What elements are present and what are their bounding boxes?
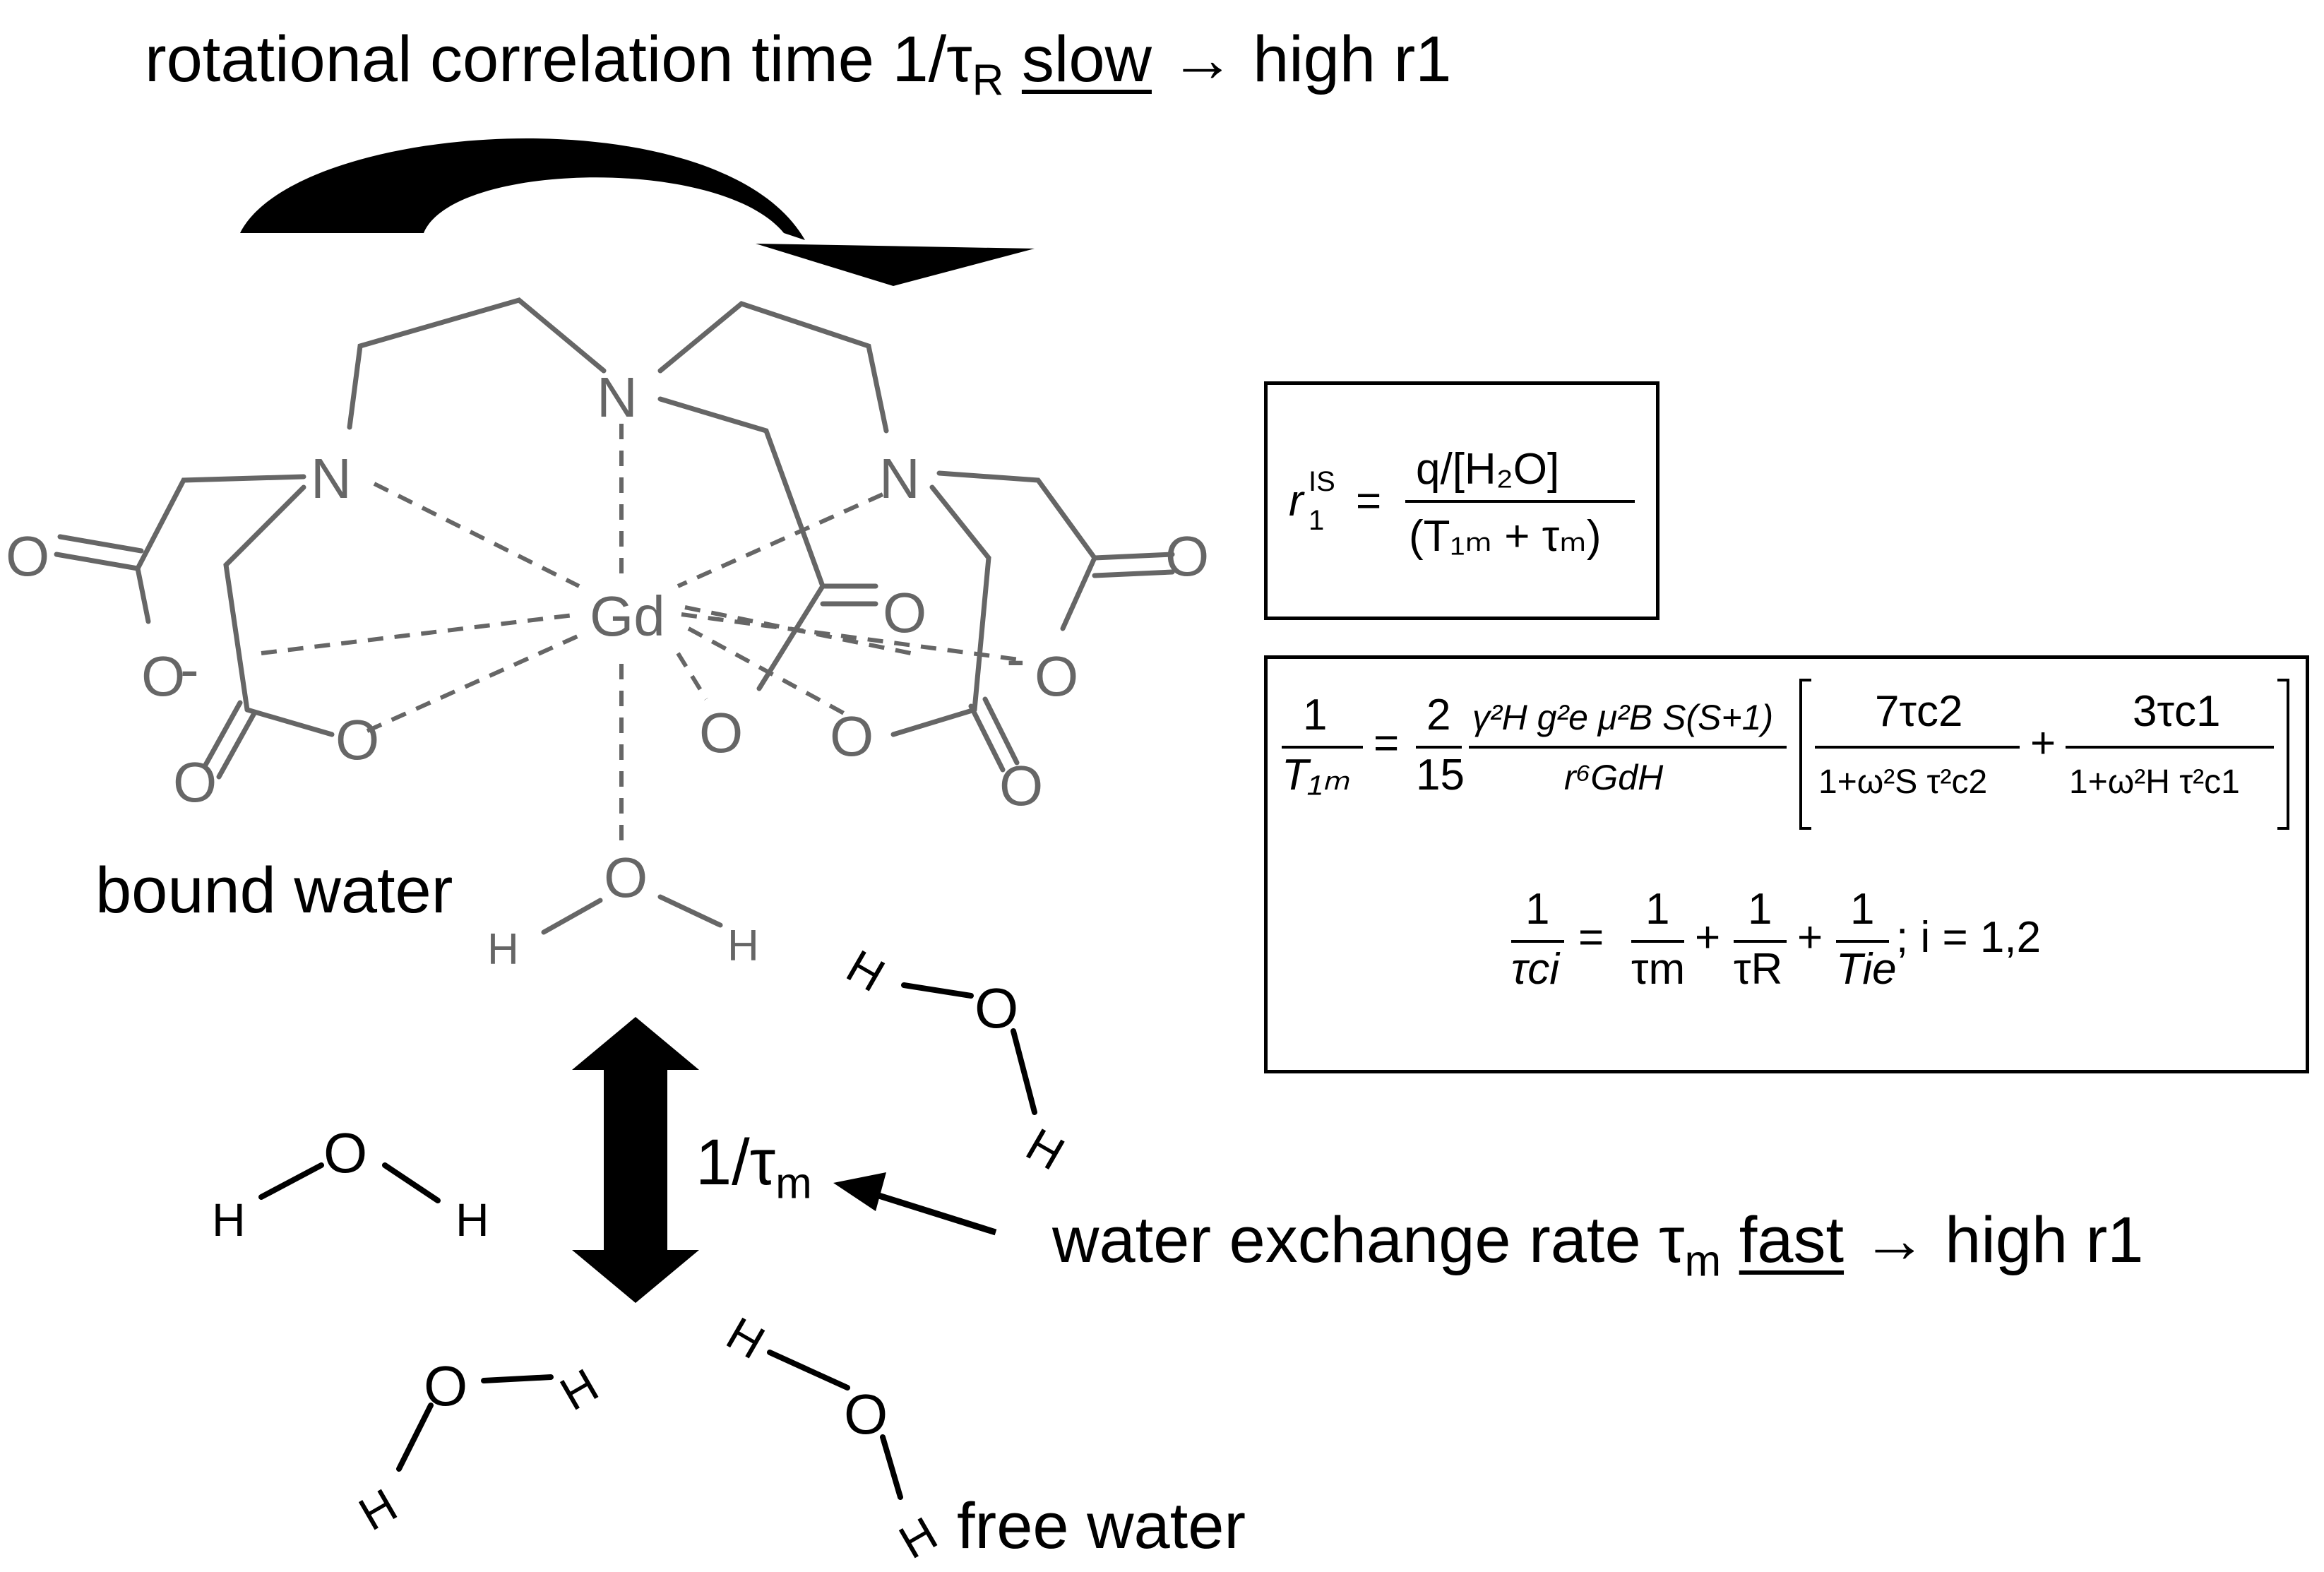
nitrogen-atom-right: N — [879, 447, 920, 510]
svg-text:q/[H₂O]: q/[H₂O] — [1416, 445, 1559, 494]
oxygen-atom-6: O — [830, 705, 874, 768]
free-water-h-2a: H — [212, 1193, 246, 1246]
dash-o9: - — [1006, 627, 1025, 690]
free-water-h-3b: H — [350, 1478, 405, 1540]
svg-text:Tie: Tie — [1836, 945, 1897, 994]
svg-text:1: 1 — [1309, 505, 1324, 536]
svg-text:3τc1: 3τc1 — [2133, 687, 2220, 736]
exchange-rate-label: 1/τm — [696, 1126, 812, 1208]
bound-water-label: bound water — [95, 855, 453, 927]
svg-text:τm: τm — [1631, 945, 1685, 994]
svg-text:r: r — [1289, 477, 1305, 525]
svg-text:τci: τci — [1511, 945, 1561, 994]
svg-text:1: 1 — [1525, 885, 1549, 934]
bound-water-oxygen: O — [604, 846, 648, 909]
coordination-bonds — [261, 424, 1025, 847]
free-water-h-1b: H — [1018, 1118, 1073, 1180]
svg-text:+: + — [1797, 913, 1823, 962]
svg-text:IS: IS — [1309, 466, 1335, 497]
rotation-arrow-head — [756, 244, 1035, 286]
ligand-bonds — [54, 297, 1175, 935]
free-water-h-1a: H — [838, 939, 893, 1001]
nitrogen-atom-center: N — [597, 366, 638, 429]
svg-text:2: 2 — [1426, 691, 1450, 739]
svg-text:=: = — [1356, 477, 1381, 525]
svg-text:15: 15 — [1416, 751, 1465, 799]
free-water-oxygen-3: O — [424, 1354, 467, 1417]
oxygen-atom-10: O — [1165, 525, 1209, 588]
svg-text:1+ω²H τ²c1: 1+ω²H τ²c1 — [2069, 763, 2240, 801]
svg-text:=: = — [1578, 913, 1604, 962]
svg-text:T₁ₘ: T₁ₘ — [1282, 751, 1349, 799]
gd-atom: Gd — [590, 585, 665, 648]
pointer-arrow-line — [871, 1190, 997, 1236]
nitrogen-atom-left: N — [311, 447, 352, 510]
relaxivity-equation-box: r 1 IS = q/[H₂O] (T₁ₘ + τₘ) — [1264, 381, 1659, 620]
bound-water-h-right: H — [727, 922, 759, 970]
oxygen-atom-4: O — [335, 708, 379, 771]
free-water-h-3a: H — [552, 1358, 607, 1420]
free-water-oxygen-4: O — [844, 1383, 888, 1446]
free-water-oxygen-1: O — [975, 977, 1018, 1040]
free-water-h-4a: H — [718, 1306, 773, 1369]
svg-text:γ²H g²e μ²B S(S+1): γ²H g²e μ²B S(S+1) — [1472, 698, 1773, 737]
free-water-oxygen-2: O — [323, 1121, 367, 1184]
svg-text:+: + — [2030, 719, 2056, 768]
svg-text:(T₁ₘ + τₘ): (T₁ₘ + τₘ) — [1409, 512, 1602, 561]
svg-text:; i = 1,2: ; i = 1,2 — [1896, 913, 2041, 962]
dash-o2: - — [180, 638, 199, 701]
oxygen-atom-1: O — [6, 525, 49, 588]
svg-text:1+ω²S τ²c2: 1+ω²S τ²c2 — [1818, 763, 1987, 801]
rotational-correlation-title: rotational correlation time 1/τR slow → … — [145, 23, 1452, 105]
exchange-double-arrow — [572, 1017, 699, 1303]
svg-text:1: 1 — [1303, 691, 1327, 739]
sbm-equation-box: 1 T₁ₘ = 2 15 γ²H g²e μ²B S(S+1) r⁶GdH 7τ… — [1264, 655, 2309, 1073]
free-waters — [258, 982, 1037, 1500]
oxygen-atom-7: O — [883, 581, 926, 644]
rotation-arrow — [240, 138, 805, 240]
free-water-h-2b: H — [455, 1193, 489, 1246]
water-exchange-note: water exchange rate τm fast → high r1 — [1052, 1204, 2144, 1286]
svg-text:1: 1 — [1748, 885, 1772, 934]
oxygen-atom-5: O — [699, 701, 743, 764]
svg-text:+: + — [1695, 913, 1720, 962]
free-water-h-4b: H — [890, 1506, 946, 1568]
svg-text:1: 1 — [1645, 885, 1669, 934]
oxygen-atom-9: O — [1035, 645, 1078, 708]
bound-water-h-left: H — [487, 925, 519, 974]
oxygen-atom-2: O — [141, 645, 185, 708]
relaxivity-equation: r 1 IS = q/[H₂O] (T₁ₘ + τₘ) — [1289, 445, 1635, 561]
svg-text:7τc2: 7τc2 — [1875, 687, 1962, 736]
svg-text:1: 1 — [1850, 885, 1874, 934]
svg-text:=: = — [1373, 719, 1399, 768]
oxygen-atom-8: O — [999, 754, 1043, 817]
pointer-arrow-head — [833, 1172, 886, 1211]
oxygen-atom-3: O — [173, 751, 217, 814]
sbm-equations: 1 T₁ₘ = 2 15 γ²H g²e μ²B S(S+1) r⁶GdH 7τ… — [1282, 679, 2289, 994]
svg-text:τR: τR — [1734, 945, 1782, 994]
svg-text:r⁶GdH: r⁶GdH — [1564, 758, 1664, 797]
free-water-label: free water — [957, 1490, 1246, 1562]
